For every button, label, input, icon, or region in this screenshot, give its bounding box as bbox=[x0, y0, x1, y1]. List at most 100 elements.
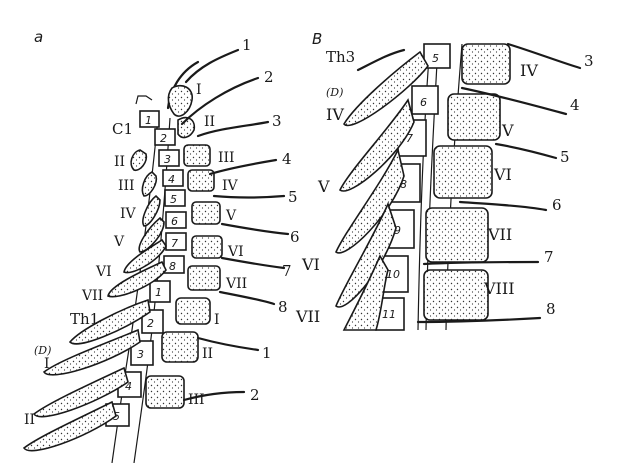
atlas-block bbox=[167, 84, 193, 117]
bone-block bbox=[161, 331, 199, 363]
vertebra-label: 8 bbox=[546, 300, 556, 318]
leader-line bbox=[220, 256, 286, 270]
rib bbox=[338, 98, 415, 192]
leader-line bbox=[196, 120, 270, 138]
vertebra-label: 8 bbox=[169, 260, 176, 273]
panel-a-right-blocks bbox=[145, 84, 223, 409]
panel-b: B Th3 (D) 5 6 7 8 9 10 11 bbox=[295, 30, 594, 331]
vertebra-body: 4 bbox=[162, 169, 184, 187]
vertebra-body: 5 bbox=[423, 43, 451, 69]
panel-a-left-roman: II III IV V VI VII I II bbox=[24, 154, 137, 428]
panel-a-right-roman: I II III IV V VI VII I II III bbox=[188, 82, 247, 408]
bone-block bbox=[191, 201, 221, 225]
top-curve bbox=[356, 48, 406, 72]
leader-line bbox=[458, 200, 548, 212]
rib bbox=[335, 201, 397, 308]
bone-block bbox=[423, 269, 489, 321]
vertebra-label: IV bbox=[222, 178, 239, 194]
vertebra-label: 1 bbox=[145, 114, 152, 127]
leader-line bbox=[460, 86, 568, 116]
panel-a-label: a bbox=[34, 28, 43, 46]
vertebra-label: 5 bbox=[560, 148, 570, 166]
vertebra-label: 8 bbox=[400, 178, 407, 191]
vertebra-label: III bbox=[118, 178, 135, 194]
c1-label: C1 bbox=[112, 120, 133, 138]
vertebra-body: 5 bbox=[164, 189, 186, 207]
panel-a-leaders bbox=[180, 48, 290, 402]
bone-block bbox=[433, 145, 493, 199]
process bbox=[138, 216, 165, 253]
vertebra-label: 3 bbox=[584, 52, 594, 70]
vertebra-label: 3 bbox=[137, 348, 144, 361]
vertebra-label: 5 bbox=[170, 193, 177, 206]
vertebra-label: 7 bbox=[544, 248, 554, 266]
bone-block bbox=[183, 144, 211, 167]
vertebra-body: 6 bbox=[165, 211, 187, 229]
vertebra-label: VI bbox=[95, 264, 112, 280]
process bbox=[107, 260, 167, 298]
vertebra-label: VI bbox=[227, 244, 244, 260]
bone-block bbox=[461, 43, 511, 85]
panel-b-canal-left bbox=[417, 43, 431, 331]
process bbox=[123, 238, 167, 274]
panel-a: a 1 2 3 4 5 6 7 8 1 2 3 4 5 bbox=[22, 28, 300, 463]
process bbox=[141, 171, 158, 197]
panel-a-left-processes bbox=[22, 149, 167, 452]
vertebra-label: 4 bbox=[570, 96, 580, 114]
vertebra-label: 3 bbox=[272, 112, 282, 130]
vertebra-label: 2 bbox=[264, 68, 274, 86]
vertebra-label: 9 bbox=[394, 224, 401, 237]
leader-line bbox=[182, 390, 246, 402]
panel-b-label: B bbox=[312, 30, 322, 48]
vertebra-body: 8 bbox=[163, 255, 185, 274]
leader-line bbox=[212, 194, 286, 199]
panel-a-cervical-bodies: 1 2 3 4 5 6 7 8 bbox=[139, 110, 187, 274]
bone-block bbox=[191, 235, 223, 259]
vertebra-label: 4 bbox=[282, 150, 292, 168]
vertebra-label: 4 bbox=[125, 380, 132, 393]
vertebra-label: V bbox=[225, 208, 237, 224]
vertebra-label: 1 bbox=[242, 36, 252, 54]
leader-line bbox=[220, 222, 290, 236]
rib bbox=[22, 400, 117, 452]
vertebra-label: IV bbox=[326, 105, 344, 124]
vertebra-label: 6 bbox=[552, 196, 562, 214]
bone-block bbox=[187, 265, 221, 291]
vertebra-body: 2 bbox=[141, 309, 164, 334]
vertebra-body: 2 bbox=[154, 128, 176, 146]
leader-line bbox=[180, 76, 260, 126]
th1-label: Th1 bbox=[70, 310, 99, 328]
leader-line bbox=[208, 158, 278, 176]
vertebra-label: 2 bbox=[147, 317, 154, 330]
rib bbox=[343, 50, 429, 127]
vertebra-body: 6 bbox=[411, 85, 439, 115]
vertebra-label: 2 bbox=[250, 386, 260, 404]
vertebra-label: II bbox=[24, 412, 35, 428]
vertebra-label: I bbox=[44, 356, 50, 372]
vertebra-label: 10 bbox=[386, 268, 400, 281]
vertebra-label: V bbox=[317, 177, 330, 196]
vertebra-label: IV bbox=[120, 206, 137, 222]
bone-block bbox=[145, 375, 185, 409]
process bbox=[142, 194, 161, 227]
vertebra-label: I bbox=[214, 312, 220, 328]
vertebra-label: 8 bbox=[278, 298, 288, 316]
th3-label: Th3 bbox=[326, 48, 355, 66]
leader-line bbox=[422, 260, 540, 266]
side-mark-b: (D) bbox=[326, 86, 343, 99]
vertebra-label: 3 bbox=[164, 153, 171, 166]
leader-line bbox=[184, 48, 240, 84]
vertebra-label: VIII bbox=[483, 279, 515, 298]
leader-line bbox=[196, 336, 260, 352]
leader-line bbox=[494, 142, 558, 160]
vertebra-label: 5 bbox=[432, 52, 439, 65]
leader-line bbox=[218, 290, 276, 306]
vertebra-body: 11 bbox=[375, 297, 405, 331]
panel-b-right-roman: IV V VI VII VIII bbox=[483, 61, 538, 298]
vertebra-label: 2 bbox=[160, 132, 167, 145]
vertebra-label: VI bbox=[301, 255, 320, 274]
vertebra-label: II bbox=[204, 114, 215, 130]
rib bbox=[68, 298, 151, 345]
